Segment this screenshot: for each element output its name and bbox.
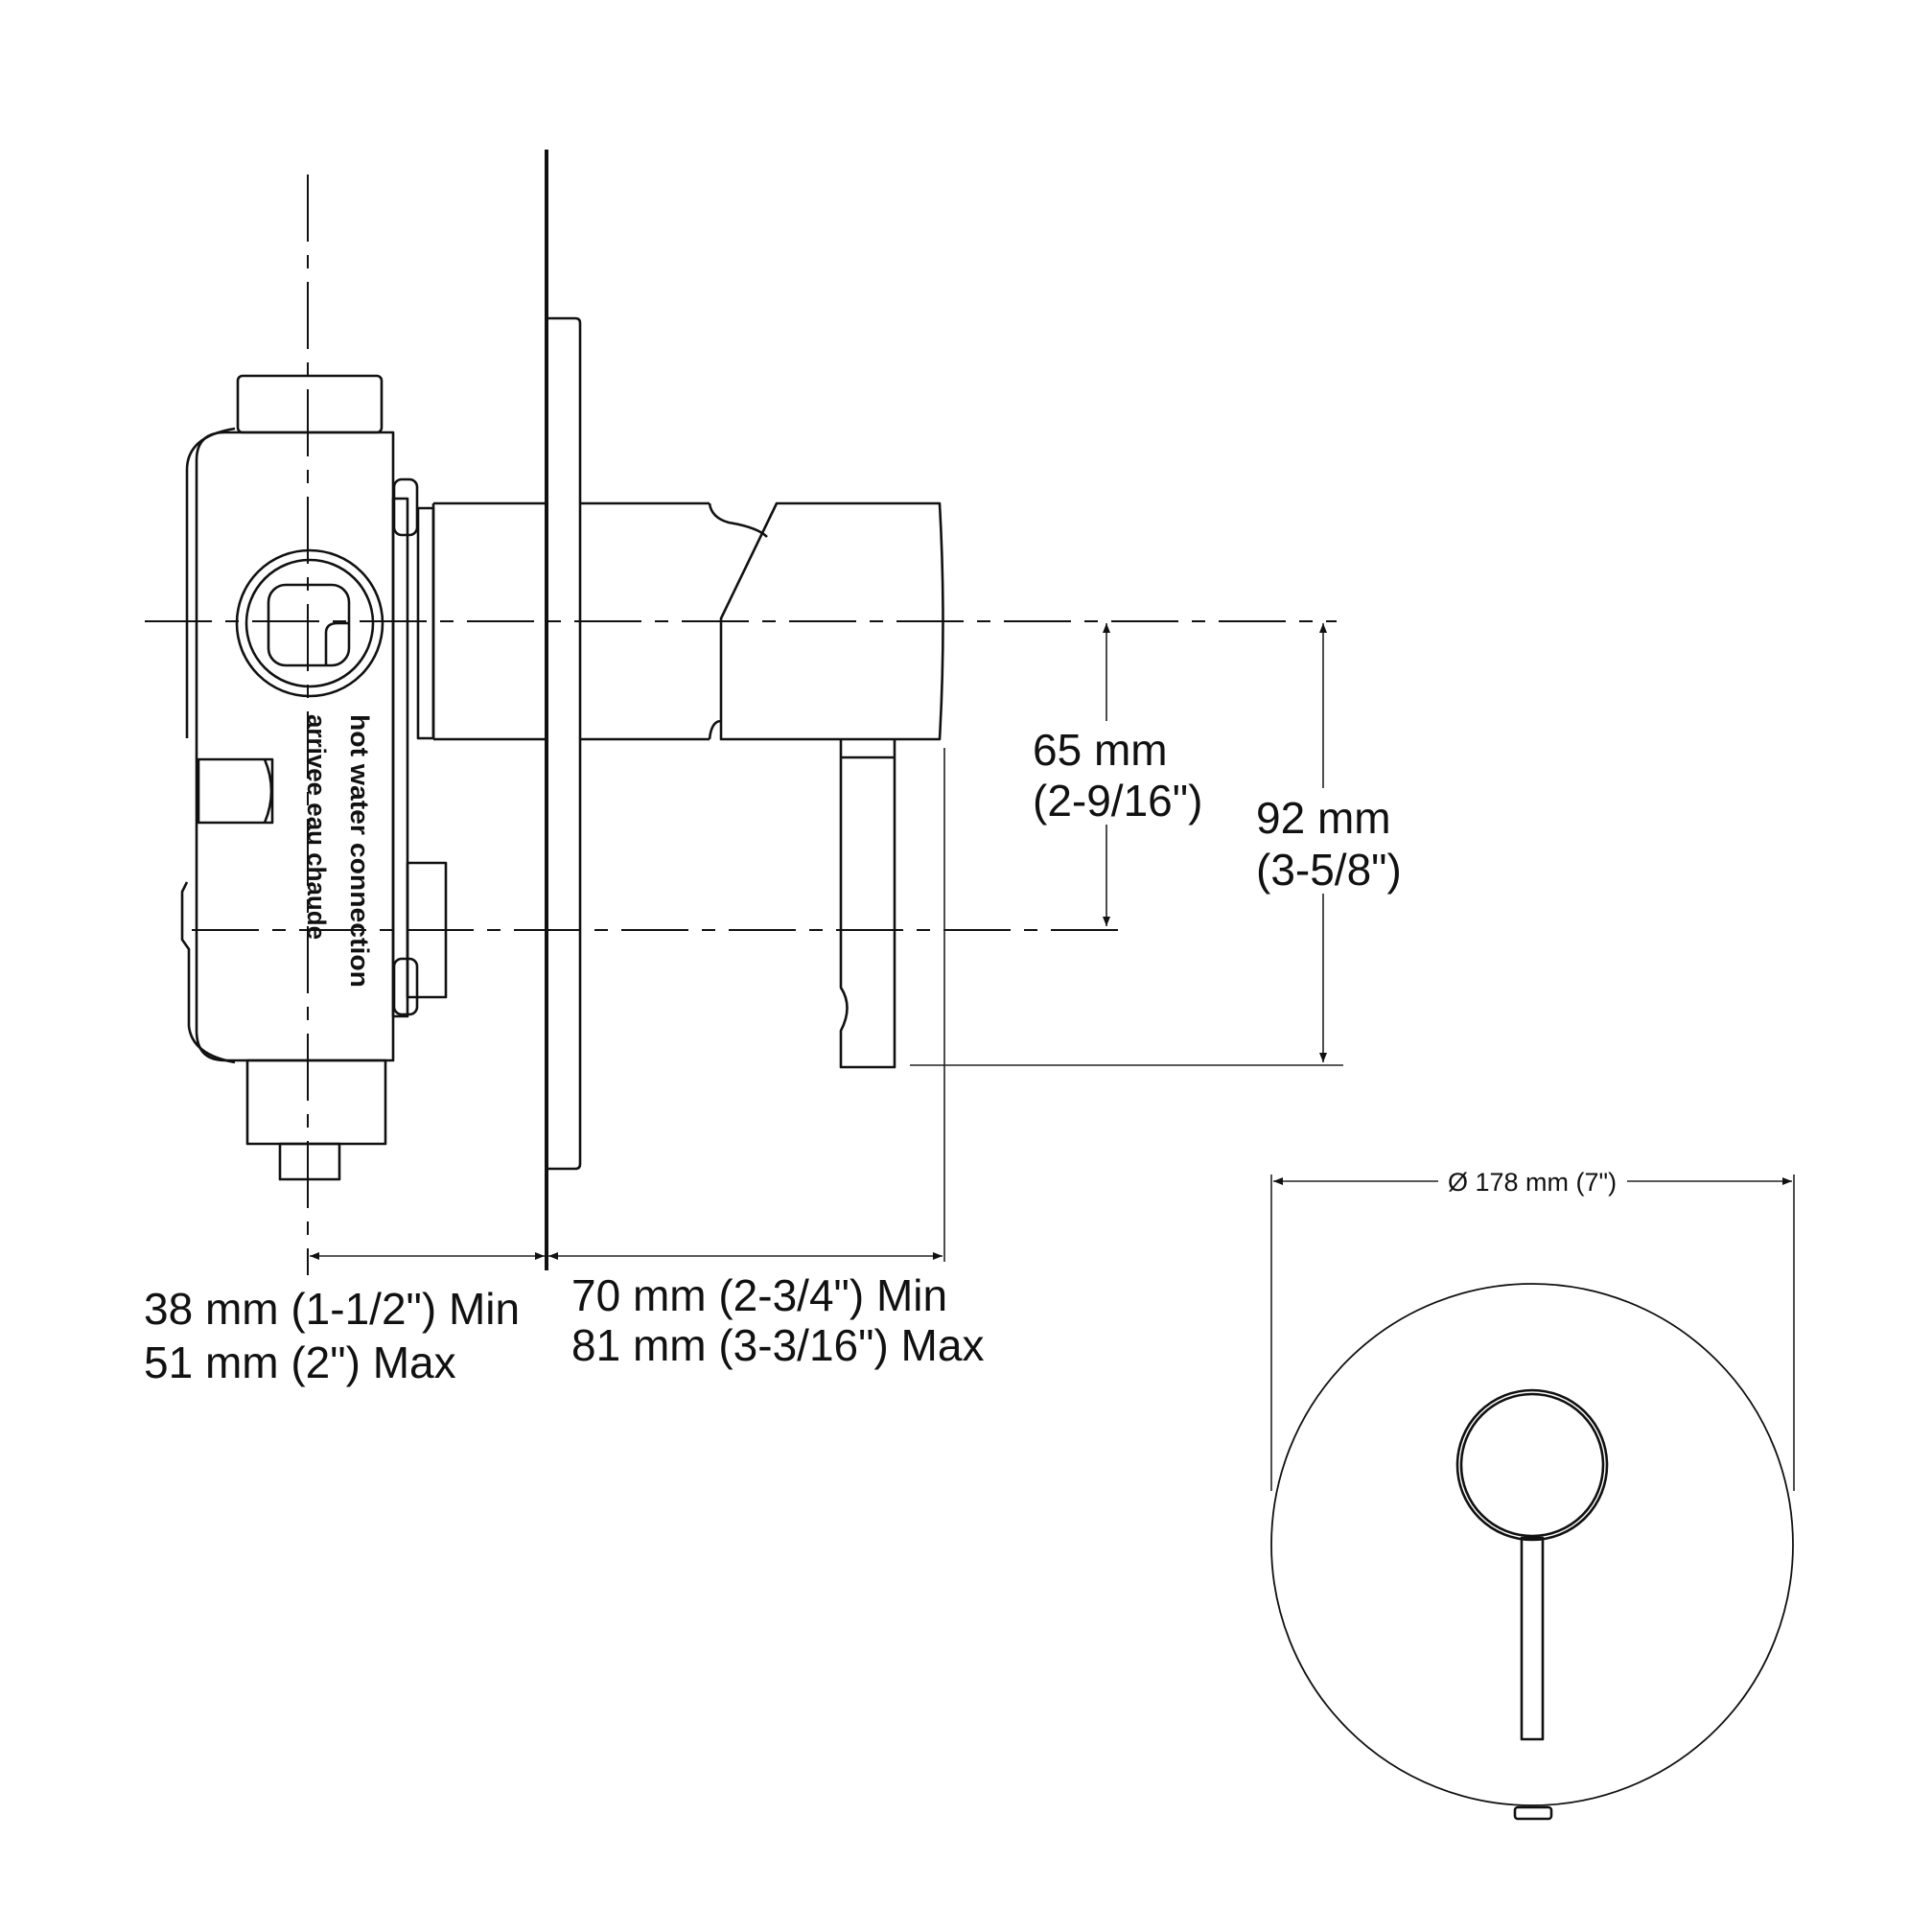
dim-diameter-label: Ø 178 mm (7") [1448,1168,1617,1197]
escutcheon-plate [548,316,582,1171]
front-view: Ø 178 mm (7") [1270,1168,1795,1821]
dim-65-in-label: (2-9/16") [1033,776,1202,826]
hot-water-connection-label: hot water connection [345,714,374,988]
trim-sleeve [431,501,768,741]
lever-handle [719,501,944,1069]
dim-wall-min-label: 38 mm (1-1/2") Min [144,1284,520,1334]
set-screw [1513,1805,1553,1821]
arrivee-eau-chaude-label: arrivee eau chaude [302,714,331,940]
dim-92-mm-label: 92 mm [1256,793,1391,843]
side-view: hot water connection arrivee eau chaude … [144,150,1402,1387]
valve-body [180,374,448,1181]
dim-65-mm-label: 65 mm [1033,725,1168,775]
lever-front [1520,1536,1545,1741]
escutcheon-front [1270,1283,1794,1806]
dim-projection-max-label: 81 mm (3-3/16") Max [571,1320,984,1370]
handle-hub-outer [1455,1388,1609,1542]
hot-water-inlet [235,548,384,698]
dim-92-in-label: (3-5/8") [1256,845,1402,895]
dim-wall-max-label: 51 mm (2") Max [144,1338,456,1387]
dim-projection-min-label: 70 mm (2-3/4") Min [571,1270,947,1320]
handle-hub-inner [1459,1392,1605,1538]
